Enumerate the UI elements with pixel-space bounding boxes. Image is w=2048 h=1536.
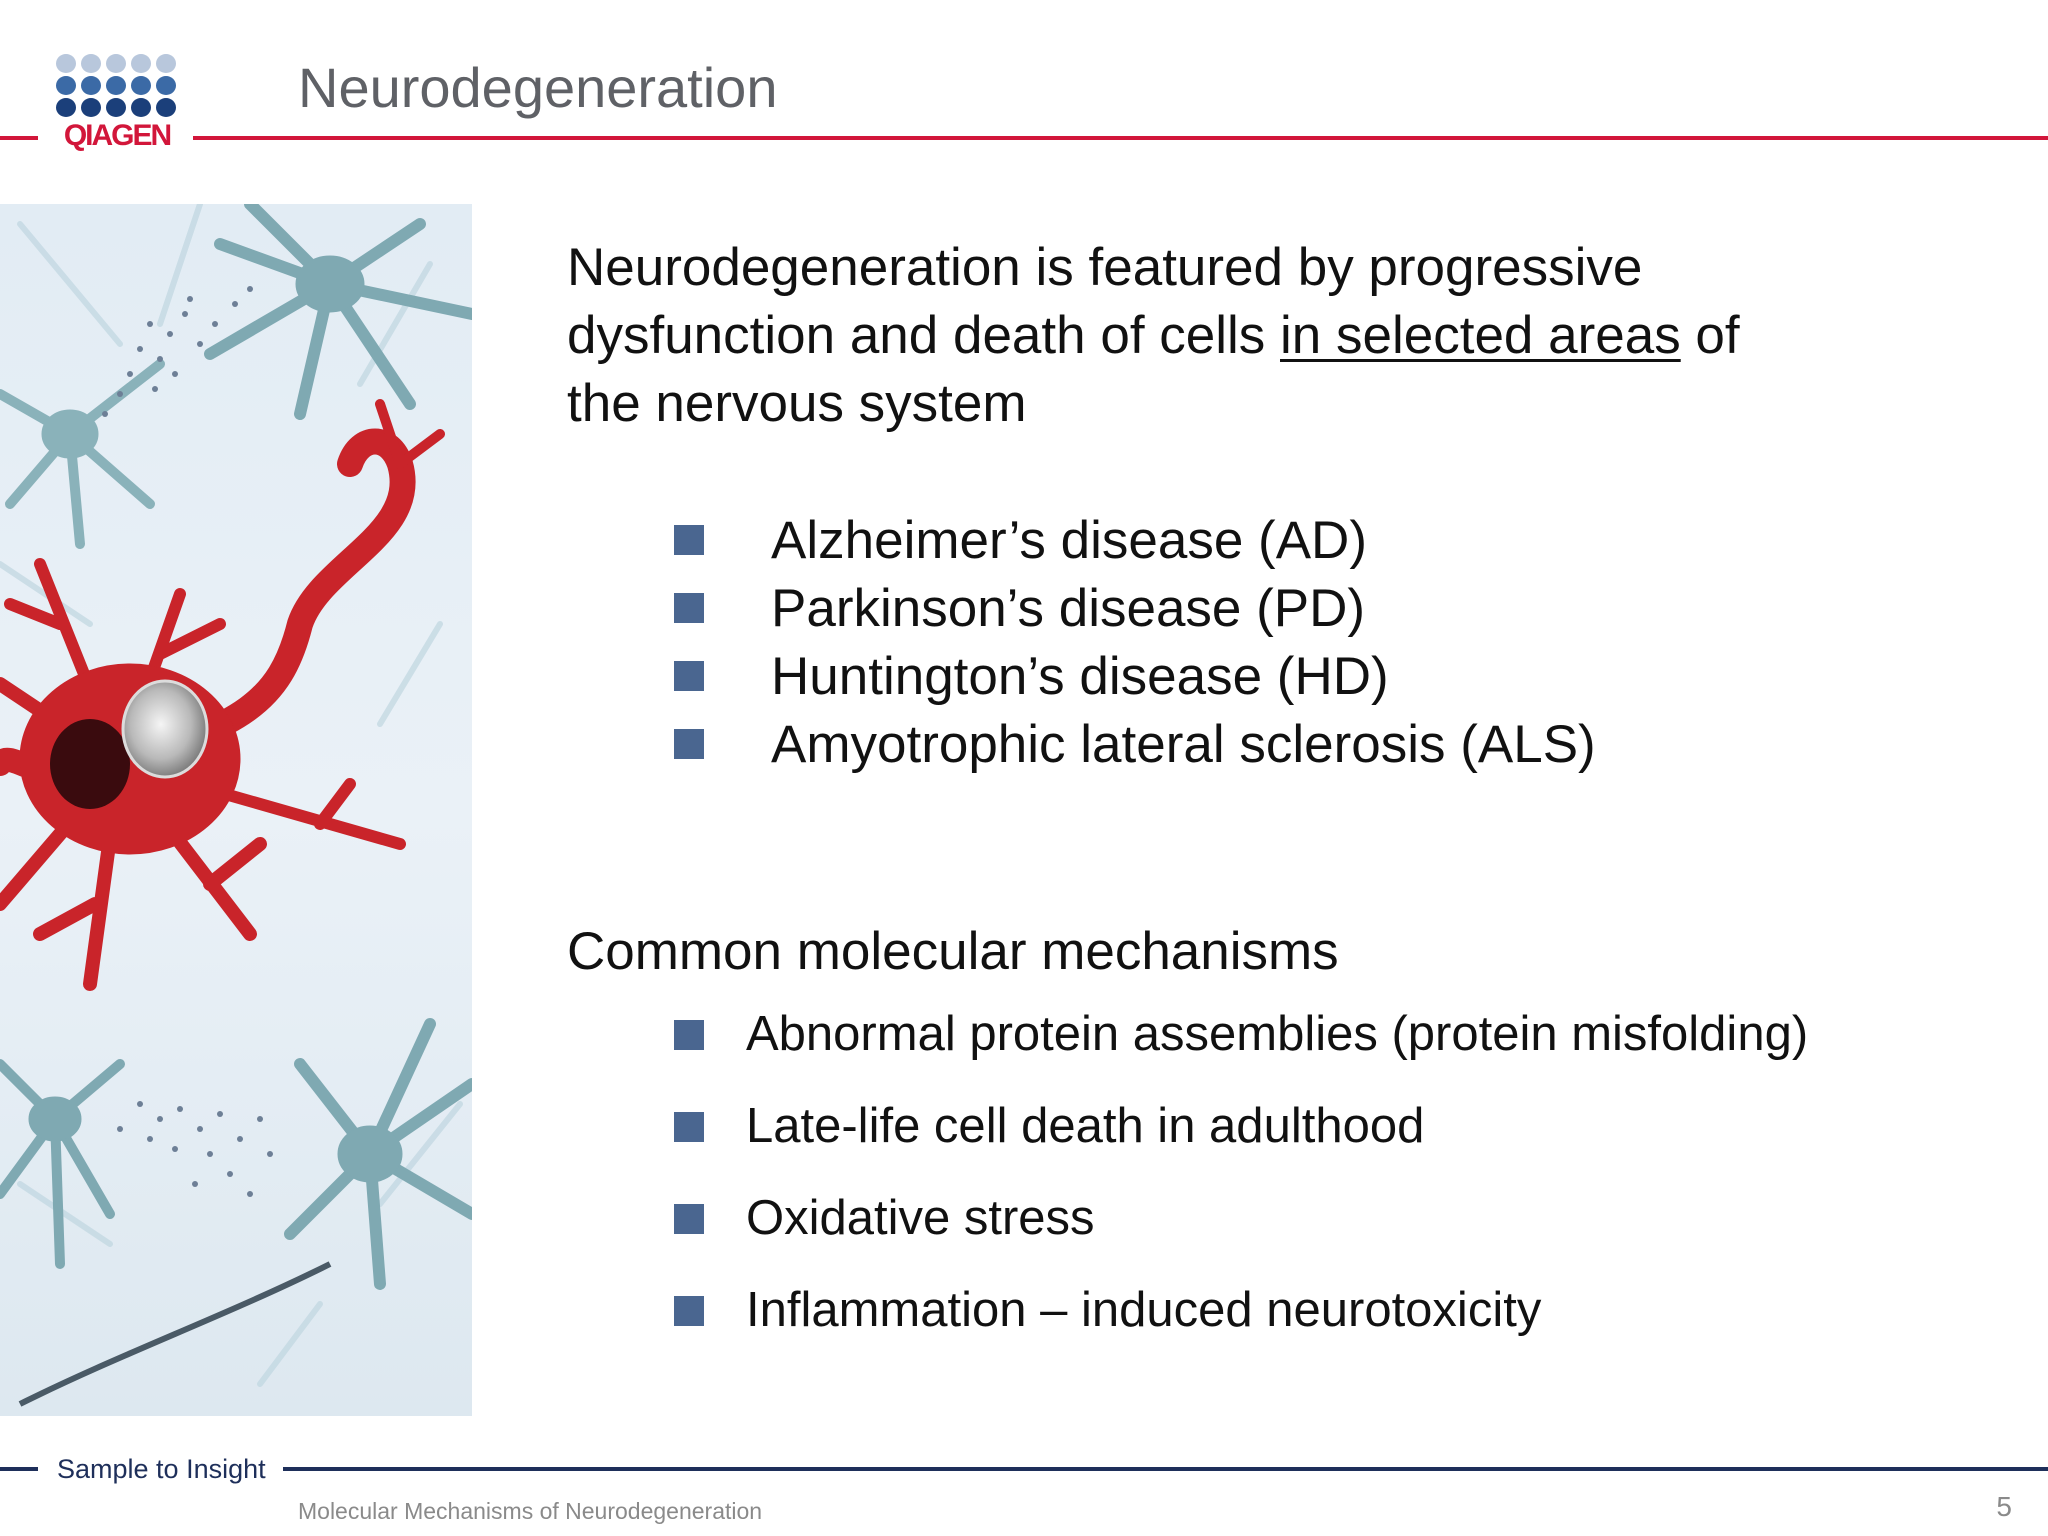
logo-dot [156, 76, 176, 95]
intro-line-2-end: of [1680, 306, 1740, 365]
footer-rule [283, 1467, 2048, 1471]
logo-dot [106, 54, 126, 73]
logo-dot [81, 54, 101, 73]
slide-title: Neurodegeneration [298, 56, 778, 119]
tagline: Sample to Insight [57, 1454, 266, 1484]
page-number: 5 [1996, 1491, 2012, 1522]
header-rule [193, 136, 2048, 140]
bullet-square-icon [674, 1020, 704, 1050]
logo-dot [81, 98, 101, 117]
neuron-illustration [0, 204, 472, 1416]
qiagen-dot-logo-icon [56, 54, 176, 117]
intro-paragraph: Neurodegeneration is featured by progres… [567, 234, 1967, 438]
disease-item: Amyotrophic lateral sclerosis (ALS) [771, 715, 1596, 774]
disease-item: Huntington’s disease (HD) [771, 647, 1389, 706]
intro-line-2-start: dysfunction and death of cells [567, 306, 1281, 365]
footer-rule-left [0, 1467, 38, 1471]
logo-dot [56, 54, 76, 73]
logo-wordmark: QIAGEN [63, 119, 172, 152]
logo-dot [156, 54, 176, 73]
intro-emphasis: in selected areas [1280, 306, 1681, 365]
logo-dot [106, 76, 126, 95]
bullet-square-icon [674, 1112, 704, 1142]
logo-dot [56, 98, 76, 117]
mechanisms-heading: Common molecular mechanisms [567, 922, 1339, 981]
mechanism-item: Oxidative stress [746, 1191, 1095, 1245]
disease-item: Alzheimer’s disease (AD) [771, 511, 1367, 570]
intro-line-1: Neurodegeneration is featured by progres… [567, 238, 1643, 297]
bullet-square-icon [674, 593, 704, 623]
header-rule-left [0, 136, 38, 140]
footer-presentation-title: Molecular Mechanisms of Neurodegeneratio… [298, 1498, 763, 1524]
logo-dot [131, 54, 151, 73]
intro-line-2: dysfunction and death of cells in select… [567, 302, 1967, 370]
bullet-square-icon [674, 661, 704, 691]
bullet-square-icon [674, 1296, 704, 1326]
logo-dot [131, 98, 151, 117]
logo-dot [106, 98, 126, 117]
logo-dot [56, 76, 76, 95]
bullet-square-icon [674, 525, 704, 555]
logo-dot [156, 98, 176, 117]
disease-item: Parkinson’s disease (PD) [771, 579, 1366, 638]
mechanism-item: Inflammation – induced neurotoxicity [746, 1283, 1542, 1337]
mechanism-item: Abnormal protein assemblies (protein mis… [746, 1007, 1809, 1061]
bullet-square-icon [674, 729, 704, 759]
qiagen-logo: QIAGEN [54, 54, 180, 154]
bullet-square-icon [674, 1204, 704, 1234]
mechanism-item: Late-life cell death in adulthood [746, 1099, 1425, 1153]
logo-dot [131, 76, 151, 95]
logo-dot [81, 76, 101, 95]
intro-line-3: the nervous system [567, 374, 1027, 433]
